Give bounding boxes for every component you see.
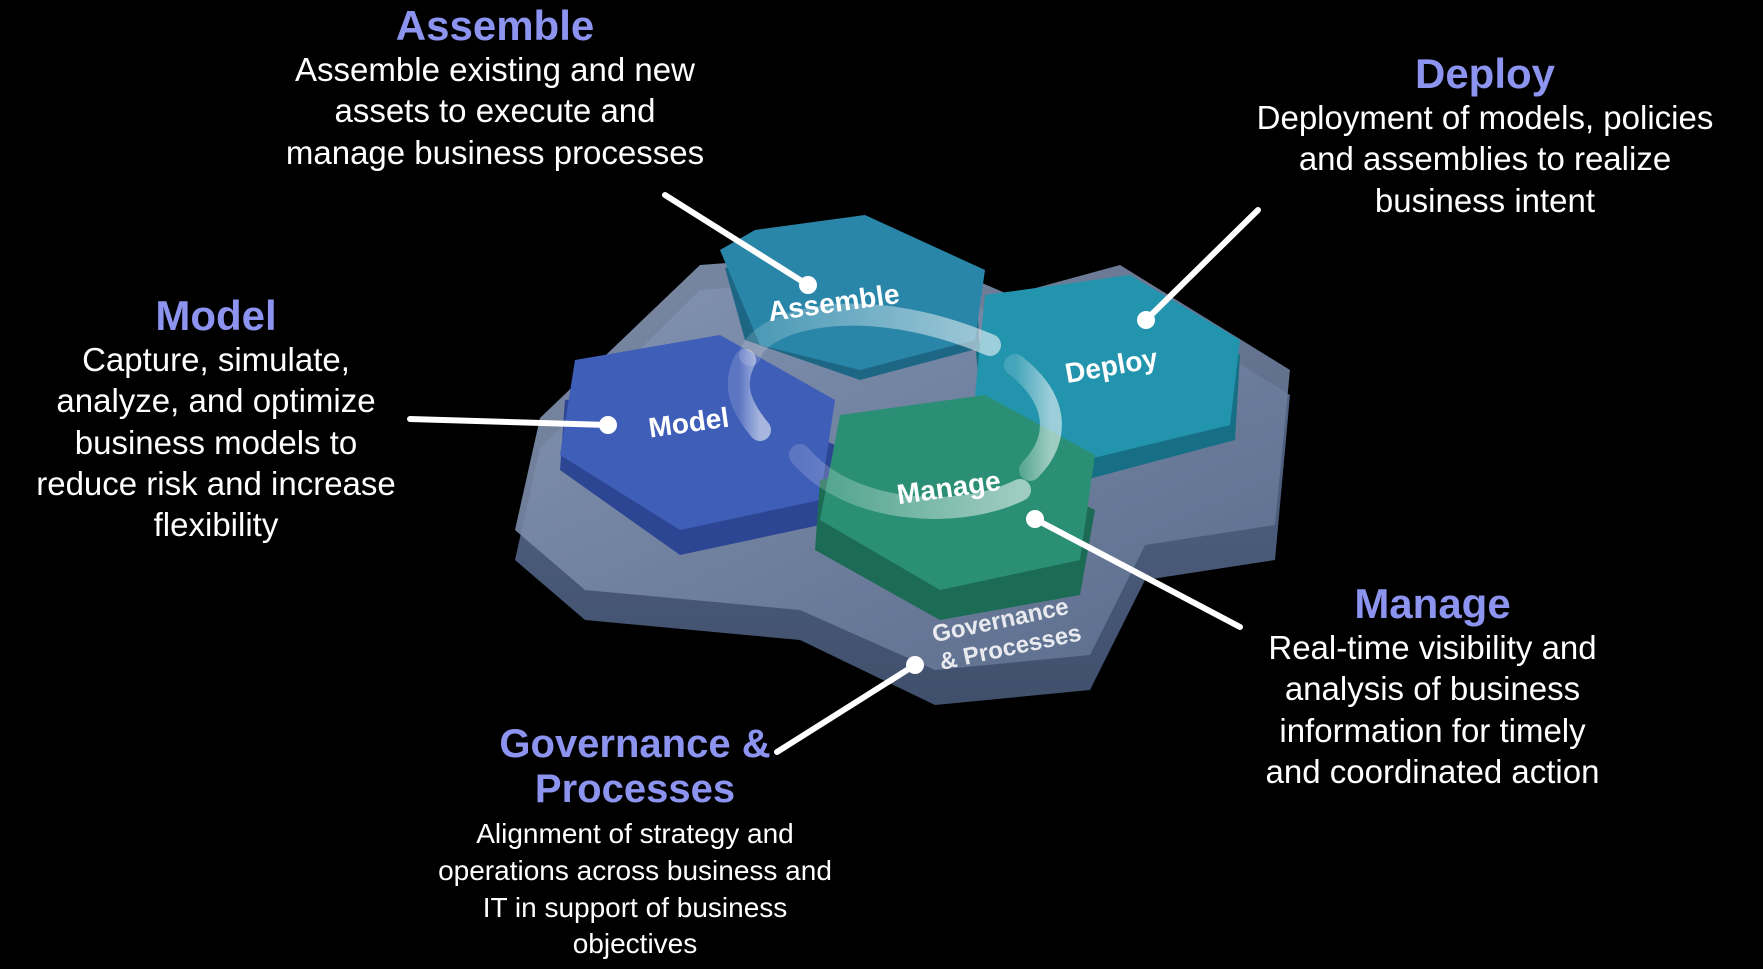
model-callout: Model Capture, simulate, analyze, and op… (6, 292, 426, 545)
governance-title-line1: Governance & (499, 722, 771, 766)
model-leader-line (407, 416, 611, 428)
assemble-description: Assemble existing and new assets to exec… (285, 51, 705, 171)
governance-description: Alignment of strategy and operations acr… (438, 817, 832, 960)
governance-pointer-dot (906, 656, 924, 674)
model-pointer-dot (599, 416, 617, 434)
governance-title-line2: Processes (534, 766, 736, 811)
assemble-title: Assemble (395, 2, 595, 49)
assemble-leader-line (662, 192, 811, 288)
manage-callout: Manage Real-time visibility and analysis… (1220, 580, 1645, 792)
manage-description: Real-time visibility and analysis of bus… (1265, 629, 1600, 790)
manage-pointer-dot (1026, 510, 1044, 528)
governance-leader-line (774, 662, 918, 755)
assemble-pointer-dot (799, 276, 817, 294)
deploy-callout: Deploy Deployment of models, policies an… (1213, 50, 1757, 221)
manage-title: Manage (1354, 580, 1511, 627)
deploy-pointer-dot (1137, 311, 1155, 329)
governance-callout: Governance & Processes Alignment of stra… (395, 722, 875, 963)
deploy-title: Deploy (1414, 50, 1556, 97)
manage-leader-line (1032, 516, 1243, 630)
deploy-description: Deployment of models, policies and assem… (1256, 99, 1714, 219)
model-description: Capture, simulate, analyze, and optimize… (36, 341, 396, 544)
assemble-callout: Assemble Assemble existing and new asset… (230, 2, 760, 173)
model-title: Model (155, 292, 277, 339)
cycle-arrows (727, 303, 1062, 519)
deploy-leader-line (1143, 207, 1261, 323)
